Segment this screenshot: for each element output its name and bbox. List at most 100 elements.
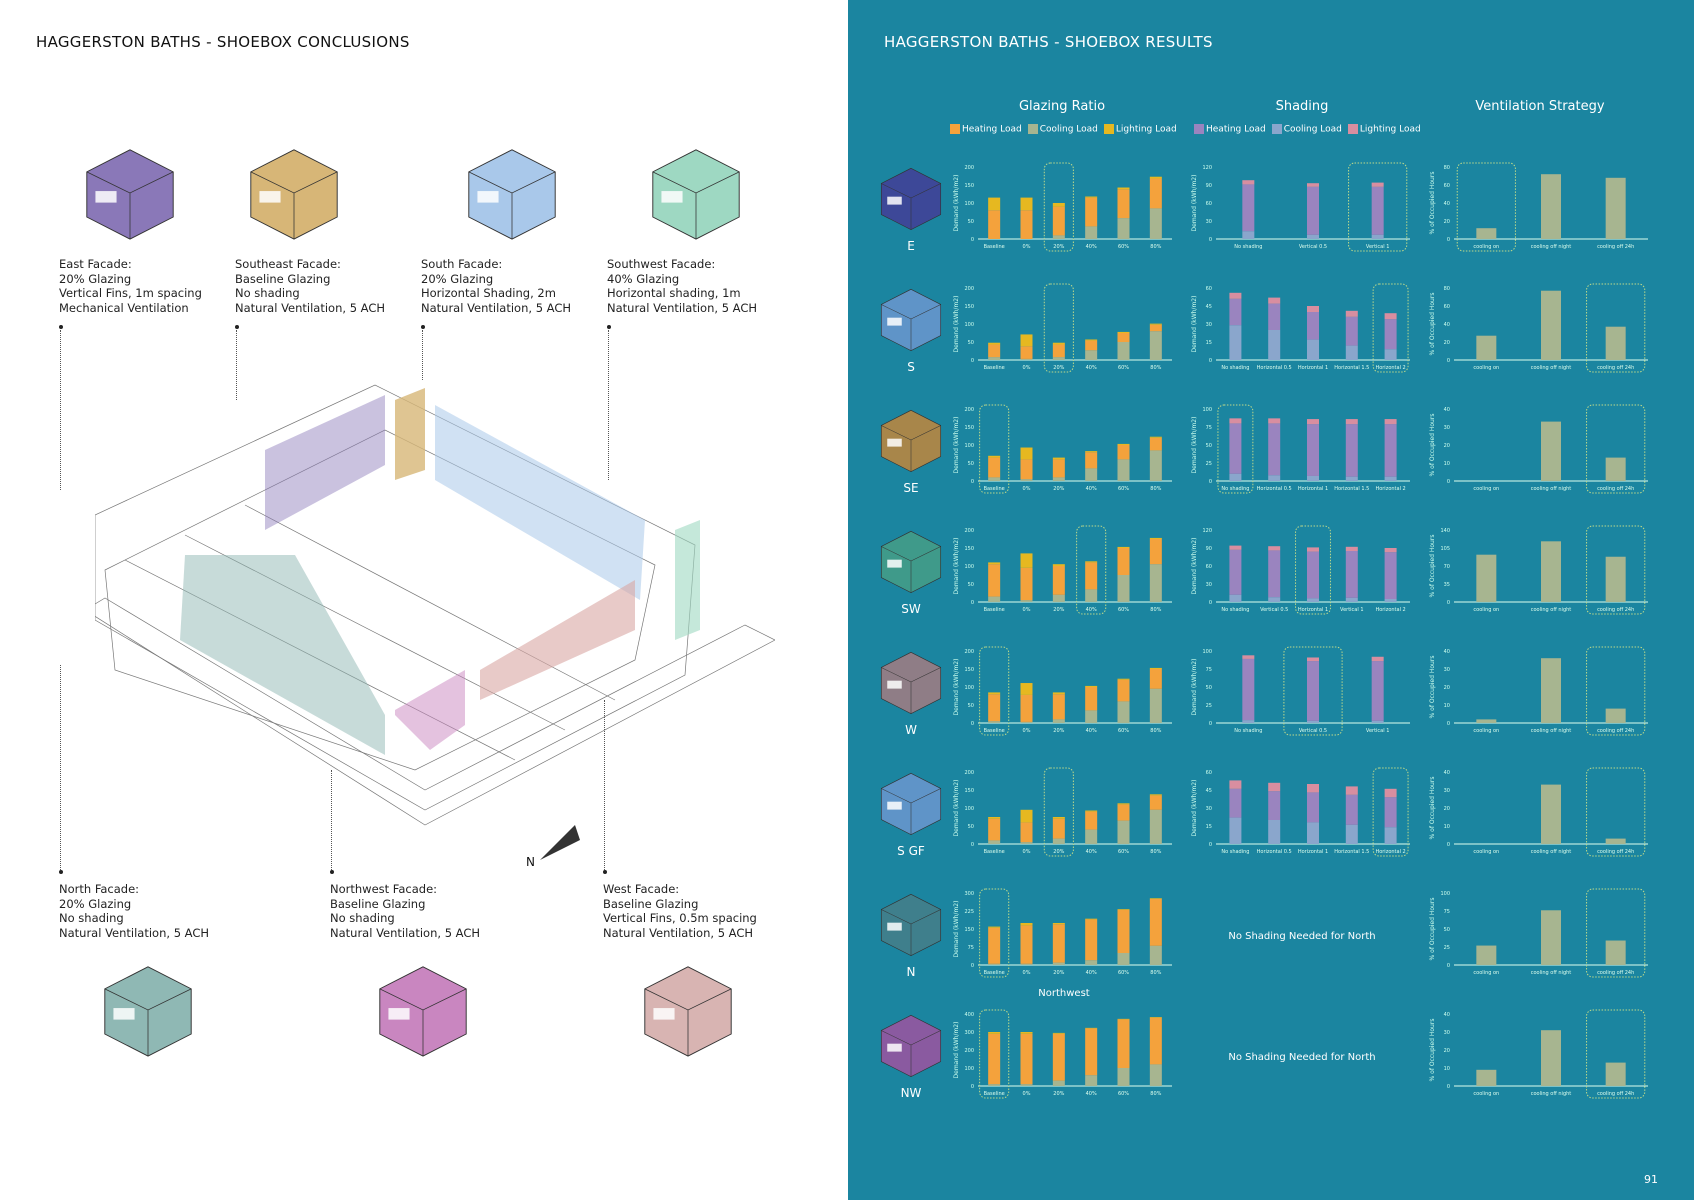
y-tick-label: 0: [971, 721, 974, 727]
orientation-label: S GF: [897, 844, 925, 858]
x-tick-label: Baseline: [984, 365, 1005, 371]
y-tick-label: 20: [1444, 1048, 1450, 1054]
y-tick-label: 0: [971, 358, 974, 364]
bar-segment-cooling: [1020, 721, 1033, 723]
y-tick-label: 0: [1209, 842, 1212, 848]
y-tick-label: 20: [1444, 340, 1450, 346]
bar-segment-heating: [1149, 1017, 1162, 1065]
bar-segment-lighting: [1384, 788, 1397, 798]
orientation-cube: [878, 528, 944, 598]
bar-segment-cooling: [1307, 822, 1319, 844]
x-tick-label: 80%: [1150, 607, 1161, 613]
x-tick-label: 80%: [1150, 1091, 1161, 1097]
y-tick-label: 150: [964, 927, 974, 933]
bar-segment-heating: [1117, 189, 1130, 219]
bar-segment-lighting: [1345, 786, 1358, 795]
y-tick-label: 60: [1206, 770, 1212, 776]
y-axis-label: % of Occupied Hours: [1429, 777, 1436, 840]
bar-segment-cooling: [1371, 720, 1384, 723]
bar-segment-heating: [1020, 459, 1033, 480]
leader-dot: [59, 870, 63, 874]
bar-segment-cooling: [1085, 350, 1098, 360]
bar-segment-heating: [1345, 424, 1358, 477]
legend-swatch: [1103, 124, 1114, 134]
bar-segment-lighting: [1052, 1032, 1065, 1034]
leader-dot: [603, 870, 607, 874]
x-tick-label: cooling off 24h: [1597, 970, 1634, 976]
y-tick-label: 150: [964, 425, 974, 431]
y-tick-label: 0: [971, 842, 974, 848]
leader-line: [60, 330, 61, 490]
x-tick-label: Baseline: [984, 486, 1005, 492]
shoebox-cube-icon: [652, 149, 740, 240]
bar-segment-lighting: [1052, 923, 1065, 925]
facade-spec: Natural Ventilation, 5 ACH: [235, 300, 386, 315]
facade-spec: 20% Glazing: [59, 271, 132, 286]
bar-segment-lighting: [1307, 784, 1319, 793]
highlight-box: [979, 888, 1010, 978]
bar: [1605, 838, 1626, 844]
facade-southwest-overlay: [675, 520, 700, 640]
y-tick-label: 105: [1440, 546, 1450, 552]
bar-segment-heating: [1020, 567, 1033, 601]
x-tick-label: 0%: [1023, 244, 1031, 250]
bar-segment-lighting: [1371, 656, 1384, 662]
x-tick-label: Horizontal 1: [1298, 365, 1328, 371]
bar-segment-cooling: [1117, 953, 1130, 965]
bar-segment-cooling: [988, 596, 1001, 602]
facade-cube-icon: [464, 145, 560, 245]
leader-line: [236, 330, 237, 400]
y-tick-label: 0: [1447, 479, 1450, 485]
bar-segment-cooling: [1020, 842, 1033, 844]
y-tick-label: 200: [964, 165, 974, 171]
x-tick-label: No shading: [1234, 244, 1262, 250]
bar-segment-lighting: [1229, 292, 1242, 299]
facade-cube-icon: [100, 962, 196, 1062]
x-tick-label: Baseline: [984, 970, 1005, 976]
y-tick-label: 40: [1444, 201, 1450, 207]
y-axis-label: % of Occupied Hours: [1429, 898, 1436, 961]
orientation-cube: [878, 1012, 944, 1082]
orientation-label: W: [905, 723, 917, 737]
y-tick-label: 0: [1447, 721, 1450, 727]
y-tick-label: 0: [1447, 600, 1450, 606]
y-tick-label: 300: [964, 1030, 974, 1036]
bar-segment-cooling: [1085, 710, 1098, 723]
legend-swatch: [1271, 124, 1282, 134]
bar-segment-heating: [1384, 797, 1397, 828]
bar: [1476, 1069, 1497, 1086]
bar-segment-lighting: [1384, 313, 1397, 320]
bar-segment-heating: [1052, 206, 1065, 236]
bar-segment-lighting: [1085, 685, 1098, 687]
y-axis-label: Demand (kWh/m2): [1191, 659, 1198, 716]
y-tick-label: 100: [964, 201, 974, 207]
bar-segment-cooling: [988, 963, 1001, 965]
orientation-cube: [878, 770, 944, 840]
y-tick-label: 300: [964, 891, 974, 897]
x-tick-label: Horizontal 0.5: [1257, 849, 1292, 855]
x-tick-label: 20%: [1053, 244, 1064, 250]
y-tick-label: 100: [964, 564, 974, 570]
bar-segment-cooling: [1117, 820, 1130, 844]
y-tick-label: 0: [971, 963, 974, 969]
x-tick-label: cooling on: [1473, 607, 1499, 613]
bar-segment-cooling: [1149, 331, 1162, 360]
bar-segment-cooling: [1268, 475, 1281, 481]
y-axis-label: Demand (kWh/m2): [1191, 417, 1198, 474]
x-tick-label: cooling on: [1473, 486, 1499, 492]
legend-item: Cooling Load: [1271, 124, 1342, 135]
bar-segment-lighting: [1020, 683, 1033, 695]
shoebox-cube-icon: [880, 409, 942, 473]
bar-segment-cooling: [1229, 325, 1242, 360]
highlight-box: [1295, 525, 1331, 615]
bar-segment-lighting: [1117, 331, 1130, 333]
facade-cube-icon: [648, 145, 744, 245]
bar-segment-cooling: [1307, 475, 1319, 481]
bar-segment-cooling: [1384, 349, 1397, 360]
y-tick-label: 40: [1444, 770, 1450, 776]
y-tick-label: 200: [964, 528, 974, 534]
